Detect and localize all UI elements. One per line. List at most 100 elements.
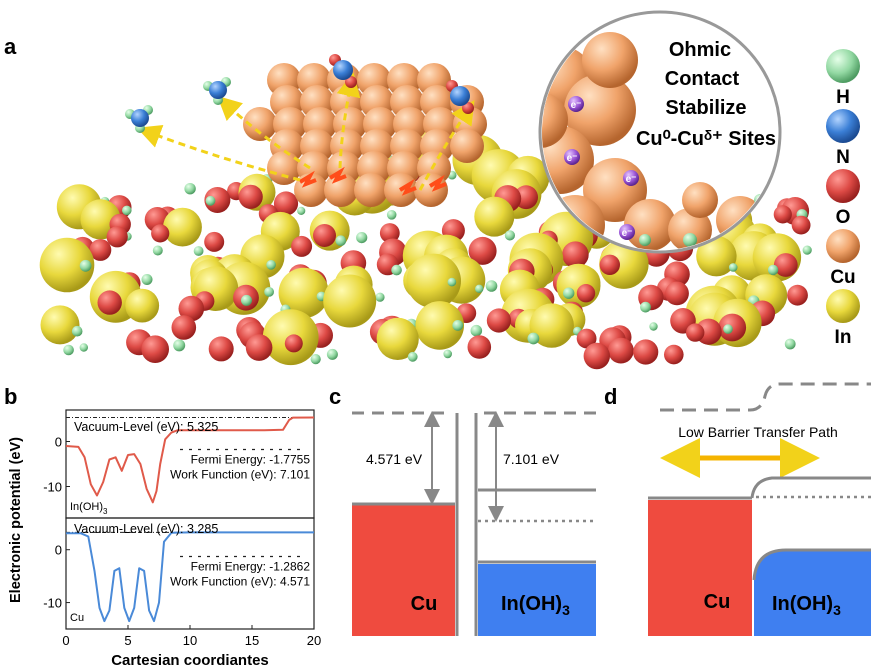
transfer-path-label: Low Barrier Transfer Path [678,424,838,440]
atom [173,339,186,352]
cu-label: Cu [411,593,438,615]
atom [356,232,368,244]
d-conduction-band [750,476,871,499]
atom [326,348,338,360]
atom [802,245,812,255]
panel-a: a Ohmic Contact Stabilize Cu⁰-Cuᵟ⁺ Sites… [4,10,860,370]
atom [664,344,684,365]
atom [640,301,651,313]
callout-cu-atom [668,208,712,250]
atom [468,236,497,265]
atom [291,235,313,257]
atom [264,287,274,297]
atom [208,336,234,362]
desorption-arrow [136,124,301,182]
legend-swatch-n [826,109,860,143]
in-work-function-value: 7.101 eV [503,451,560,467]
cu-atom [354,173,388,207]
atom [205,195,216,206]
desorption-arrow [336,72,361,169]
cu-atom [267,151,301,185]
electron [568,96,584,112]
callout-cu-atom [542,92,568,148]
atom [608,337,634,364]
callout-cu-atom [564,74,636,146]
legend-label-cu: Cu [830,267,855,288]
callout-cu-atom [682,182,718,218]
atom [773,205,792,224]
atom [313,224,336,247]
fermi-energy-text: Fermi Energy: -1.2862 [191,560,311,574]
x-tick-label: 20 [307,633,321,648]
d-cu-label: Cu [704,591,731,613]
atom [122,205,132,216]
atom [39,237,95,293]
cu-atom [243,107,277,141]
atom [599,254,620,275]
atom [504,230,515,241]
atom [665,281,689,306]
x-tick-label: 15 [245,633,259,648]
cu-block [352,504,455,636]
electron-label: e⁻ [622,228,633,239]
atom [141,274,153,285]
atom [71,325,83,337]
nh2oh-molecule [446,80,474,114]
y-tick-label: -10 [43,480,62,495]
atom [686,323,705,342]
atom [89,239,112,261]
panel-d: d Low Barrier Transfer Path Cu In(OH)3 [604,382,871,636]
nh3-molecule [125,105,153,133]
callout-line-2: Contact [665,68,740,90]
x-tick-label: 0 [62,633,69,648]
legend-swatch-in [826,289,860,323]
electron [623,170,639,186]
electron [619,224,635,240]
legend-swatch-cu [826,229,860,263]
y-axis-label: Electronic potential (eV) [8,437,24,603]
legend-label-in: In [835,327,852,348]
callout-cu-atom [582,32,638,88]
atom [773,253,798,277]
atom [728,263,738,272]
atom [791,215,811,235]
x-tick-label: 5 [124,633,131,648]
atom [273,191,299,216]
atom [576,284,596,303]
panel-d-label: d [604,384,617,409]
atom [474,196,515,237]
spark [328,166,347,184]
atom [452,320,464,331]
y-tick-label: -10 [43,596,62,611]
vacuum-level-text: Vacuum-Level (eV): 3.285 [74,522,218,536]
atom [171,315,197,340]
atom [529,303,574,348]
atom [415,301,465,350]
spark [428,174,447,192]
atom [562,241,589,268]
atom [784,338,796,350]
atom [323,274,377,328]
d-cu-block [648,500,752,636]
atom [193,246,204,256]
legend-label-h: H [836,87,850,108]
electron [564,149,580,165]
ammonia-molecules [125,54,475,191]
atom [723,324,733,334]
nh3-molecule [203,77,231,105]
atom [266,260,276,270]
atom [407,351,418,362]
atom [391,264,402,276]
vacuum-level-bent [660,382,871,412]
atom [141,335,169,364]
zoom-callout: Ohmic Contact Stabilize Cu⁰-Cuᵟ⁺ Sites e… [538,10,782,254]
panel-c-label: c [329,384,341,409]
atom [527,332,540,345]
work-function-text: Work Function (eV): 4.571 [170,575,310,589]
atom [386,210,397,220]
